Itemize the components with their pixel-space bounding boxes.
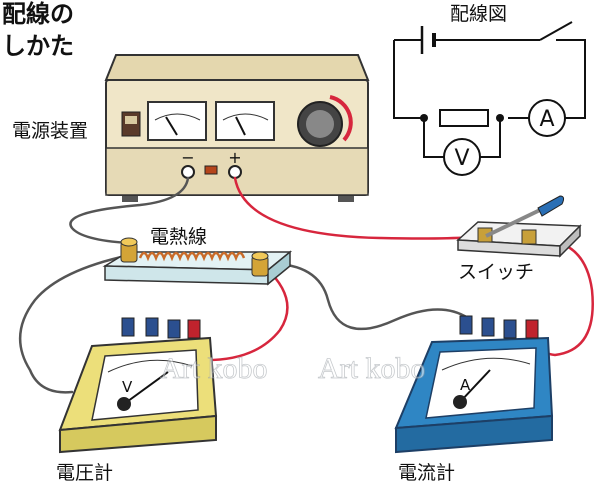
ammeter-needle (459, 369, 491, 403)
heating-coil (138, 251, 246, 262)
ammeter-label: 電流計 (398, 462, 455, 484)
schematic-voltmeter-branch (405, 117, 501, 158)
voltmeter-terminals[interactable] (121, 317, 201, 339)
voltmeter-pivot (117, 397, 131, 411)
ammeter-dial-symbol: A (460, 376, 471, 394)
ammeter-terminals[interactable] (459, 315, 539, 339)
ammeter-pivot (453, 395, 467, 409)
voltmeter-label: 電圧計 (56, 462, 113, 484)
minus-terminal-label: − (181, 148, 194, 167)
knob-scale-arc (329, 95, 353, 142)
schematic-switch (539, 21, 573, 41)
gray-wire-heater-to-ammeter (257, 262, 470, 331)
gray-wire-heater-to-voltmeter (18, 253, 132, 394)
schematic-voltmeter (443, 138, 481, 176)
voltmeter-needle (123, 371, 169, 405)
voltage-meter-window (147, 101, 207, 141)
schematic-resistor (439, 109, 489, 127)
current-meter-window (215, 101, 275, 141)
heater-board (104, 265, 269, 285)
meter-needle (165, 116, 178, 136)
schematic-ammeter-symbol: A (539, 107, 554, 132)
schematic-voltmeter-symbol: V (454, 146, 469, 171)
watermark-right: Art kobo (318, 352, 426, 385)
switch-blade[interactable] (485, 208, 541, 238)
schematic-node-right (496, 114, 504, 122)
knife-switch (456, 195, 582, 258)
plus-terminal-label: + (228, 148, 241, 167)
minus-terminal[interactable] (181, 165, 195, 179)
heating-wire-board (102, 237, 293, 286)
gray-wire-supply-to-heater (69, 176, 190, 245)
meter-needle (235, 116, 246, 136)
schematic-title: 配線図 (450, 3, 507, 25)
title-line-1: 配線の (2, 0, 74, 28)
schematic-wire (393, 39, 586, 119)
plus-terminal[interactable] (228, 165, 242, 179)
schematic-node-left (420, 114, 428, 122)
schematic-ammeter (528, 99, 566, 137)
circuit-schematic (393, 21, 586, 176)
heating-wire-label: 電熱線 (150, 226, 207, 248)
indicator-lamp (204, 165, 218, 175)
watermark-left: Art kobo (160, 352, 268, 385)
ammeter: A (394, 315, 554, 454)
voltmeter-dial-symbol: V (122, 378, 133, 396)
title-line-2: しかた (2, 32, 74, 60)
voltmeter: V (58, 317, 218, 454)
power-supply-label: 電源装置 (12, 120, 88, 142)
power-supply: − + (104, 54, 370, 202)
switch-label: スイッチ (458, 261, 534, 283)
switch-handle[interactable] (537, 195, 565, 217)
